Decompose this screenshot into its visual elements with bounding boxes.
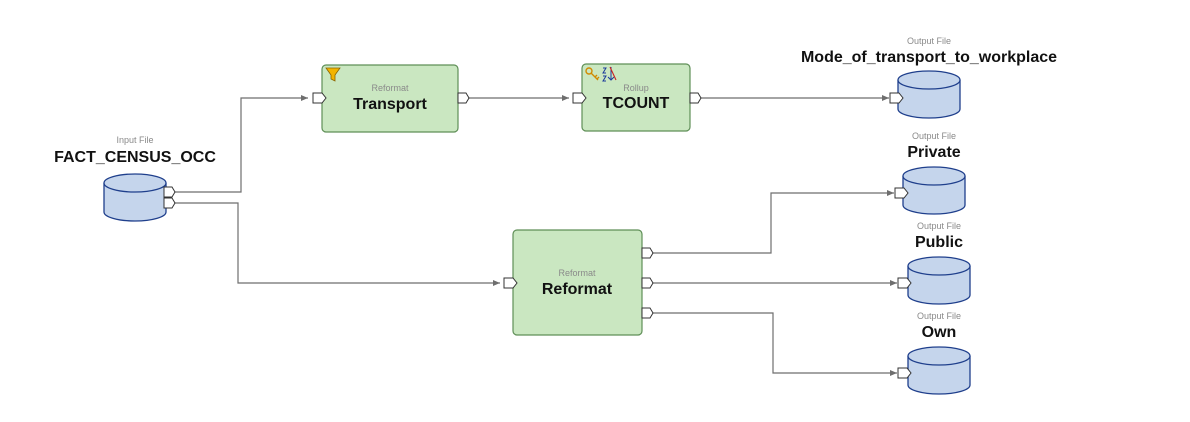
reformat-main-name-label: Reformat [542, 281, 613, 298]
reformat-main-out-port-3[interactable] [641, 307, 654, 319]
output-private-kind-label: Output File [912, 131, 956, 141]
input-file-out-port-1[interactable] [163, 186, 176, 198]
input-file-cylinder [103, 183, 167, 222]
output-file-mode-node[interactable]: Output File Mode_of_transport_to_workpla… [801, 36, 1057, 119]
output-mode-cylinder [897, 80, 961, 119]
output-own-in-port[interactable] [897, 367, 912, 379]
input-file-cylinder-top [103, 173, 167, 193]
reformat-main-kind-label: Reformat [558, 268, 596, 278]
output-own-kind-label: Output File [917, 311, 961, 321]
edge-reformat-to-own[interactable] [652, 312, 897, 376]
output-mode-cylinder-top [897, 70, 961, 90]
edge-reformat-to-private[interactable] [652, 190, 894, 254]
output-own-cylinder-top [907, 346, 971, 366]
rollup-tcount-name-label: TCOUNT [603, 95, 670, 112]
output-file-private-node[interactable]: Output File Private [894, 131, 966, 215]
output-public-name-label: Public [915, 234, 963, 251]
reformat-main-in-port[interactable] [503, 277, 518, 289]
output-private-in-port[interactable] [894, 187, 909, 199]
reformat-transport-name-label: Transport [353, 96, 427, 113]
output-public-in-port[interactable] [897, 277, 912, 289]
output-private-name-label: Private [907, 144, 960, 161]
output-private-cylinder [902, 176, 966, 215]
rollup-tcount-in-port[interactable] [572, 92, 587, 104]
reformat-transport-node[interactable]: Reformat Transport [312, 64, 470, 133]
output-mode-in-port[interactable] [889, 92, 904, 104]
edge-input-to-transport[interactable] [174, 95, 308, 193]
rollup-tcount-out-port[interactable] [689, 92, 702, 104]
reformat-transport-in-port[interactable] [312, 92, 327, 104]
rollup-tcount-kind-label: Rollup [623, 83, 649, 93]
output-file-public-node[interactable]: Output File Public [897, 221, 971, 305]
output-own-cylinder [907, 356, 971, 395]
rollup-tcount-node[interactable]: Rollup TCOUNT [572, 63, 702, 132]
output-file-own-node[interactable]: Output File Own [897, 311, 971, 395]
filter-funnel-icon [325, 67, 341, 82]
reformat-transport-out-port[interactable] [457, 92, 470, 104]
output-public-cylinder [907, 266, 971, 305]
output-own-name-label: Own [922, 324, 957, 341]
reformat-transport-kind-label: Reformat [371, 83, 409, 93]
output-private-cylinder-top [902, 166, 966, 186]
edge-input-to-reformat[interactable] [174, 202, 500, 286]
output-public-kind-label: Output File [917, 221, 961, 231]
input-file-node[interactable]: Input File FACT_CENSUS_OCC [54, 135, 216, 222]
input-file-out-port-2[interactable] [163, 197, 176, 209]
output-mode-name-label: Mode_of_transport_to_workplace [801, 49, 1057, 66]
input-file-name-label: FACT_CENSUS_OCC [54, 149, 216, 166]
reformat-main-node[interactable]: Reformat Reformat [503, 229, 654, 336]
reformat-main-out-port-2[interactable] [641, 277, 654, 289]
reformat-main-out-port-1[interactable] [641, 247, 654, 259]
output-mode-kind-label: Output File [907, 36, 951, 46]
output-public-cylinder-top [907, 256, 971, 276]
key-sort-az-icon [585, 66, 617, 82]
input-file-kind-label: Input File [116, 135, 153, 145]
